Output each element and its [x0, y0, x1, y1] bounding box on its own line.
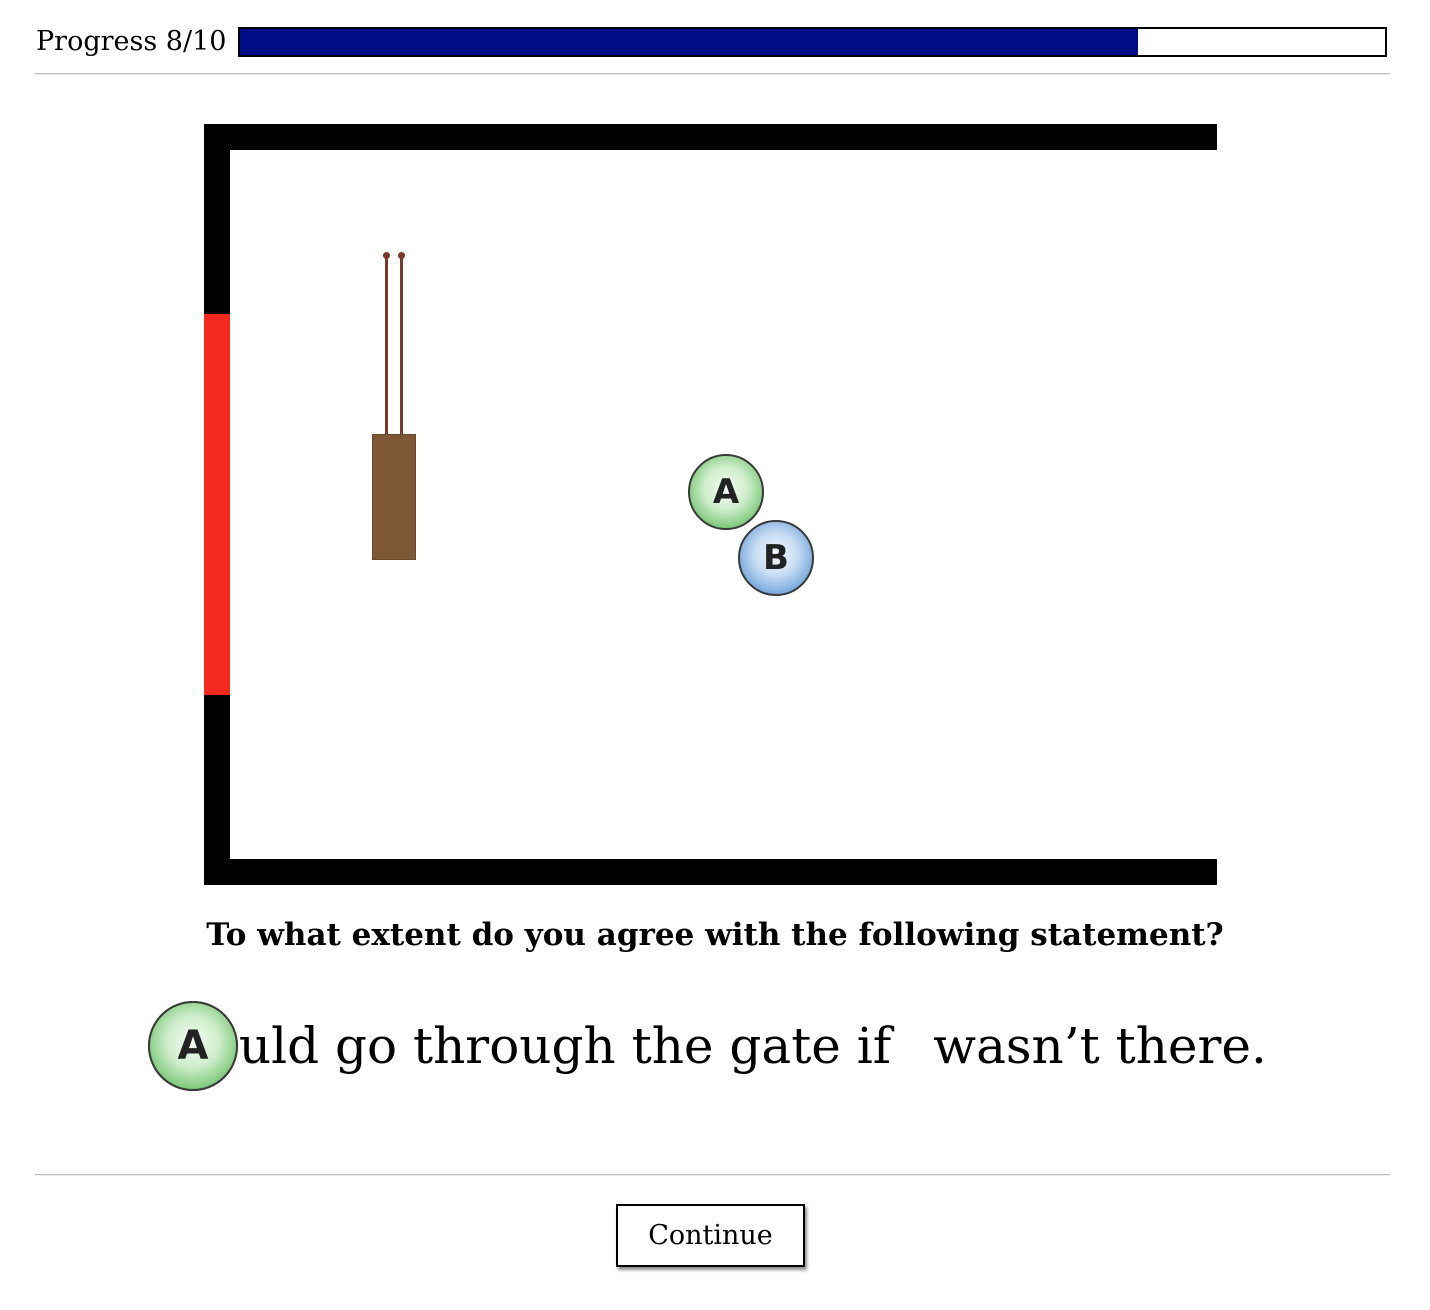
statement-text-part-2: wasn’t there. [933, 1017, 1267, 1075]
plunger [368, 250, 422, 562]
question-prompt: To what extent do you agree with the fol… [206, 917, 1224, 953]
plunger-rod-tip [383, 252, 390, 259]
footer-divider [35, 1174, 1390, 1176]
statement-ball-a: A [148, 1001, 238, 1091]
progress-bar-fill [240, 29, 1138, 55]
physics-scene: A B [204, 124, 1217, 885]
plunger-body [372, 434, 416, 560]
plunger-rod-tip [398, 252, 405, 259]
gate [204, 314, 230, 695]
progress-label: Progress 8/10 [36, 26, 227, 57]
statement-text-part-1: would go through the gate if [166, 1017, 892, 1075]
plunger-rod [400, 258, 403, 442]
ball-a: A [688, 454, 764, 530]
bottom-wall [204, 859, 1217, 885]
header-divider [35, 73, 1390, 75]
top-wall [204, 124, 1217, 150]
progress-bar [238, 27, 1387, 57]
continue-button[interactable]: Continue [616, 1204, 805, 1267]
ball-b: B [738, 520, 814, 596]
statement: B would go through the gate if A wasn’t … [148, 1000, 1267, 1092]
plunger-rod [385, 258, 388, 442]
